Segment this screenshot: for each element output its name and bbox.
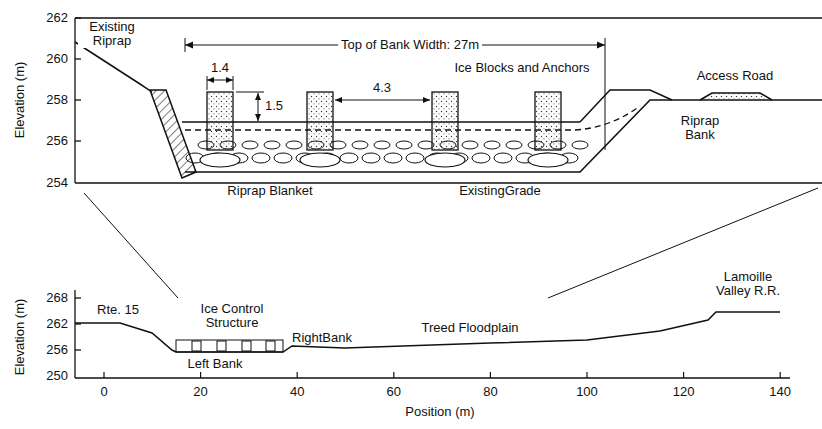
axis-tick: 254: [46, 176, 68, 190]
callout-label: Access Road: [697, 69, 774, 83]
axis-tick: 262: [46, 11, 68, 25]
callout-label: Ice Control Structure: [181, 302, 283, 330]
axis-tick: 256: [46, 134, 68, 148]
anchor: [425, 153, 465, 167]
ice-block: [535, 92, 561, 150]
callout-label: ExistingGrade: [456, 184, 544, 198]
axis-tick: 100: [576, 385, 598, 399]
callout-label: Treed Floodplain: [418, 321, 521, 335]
axis-tick: 120: [673, 385, 695, 399]
callout-label: Riprap Bank: [673, 114, 727, 142]
axis-tick: 60: [387, 385, 401, 399]
axis-title: Elevation (m): [13, 62, 27, 139]
ice-block: [307, 92, 333, 150]
axis-tick: 268: [46, 291, 68, 305]
anchor: [200, 153, 240, 167]
axis-tick: 250: [46, 369, 68, 383]
ice-block: [432, 92, 458, 150]
riprap-blanket-bottom: [185, 100, 822, 172]
callout-label: RightBank: [289, 331, 355, 345]
axis-tick: 258: [46, 93, 68, 107]
dimension: Top of Bank Width: 27m: [338, 38, 482, 52]
callout-label: Existing Riprap: [78, 20, 146, 48]
axis-tick: 256: [46, 343, 68, 357]
axis-tick: 0: [100, 385, 107, 399]
anchor: [300, 153, 340, 167]
callout-label: Rte. 15: [94, 303, 142, 317]
anchor: [528, 153, 568, 167]
dimension: 1.5: [265, 99, 283, 113]
axis-tick: 20: [193, 385, 207, 399]
axis-tick: 140: [769, 385, 791, 399]
axis-tick: 262: [46, 317, 68, 331]
top-panel-frame: [75, 18, 822, 183]
existing-riprap: [150, 90, 196, 178]
callout-label: Left Bank: [185, 357, 246, 371]
axis-tick: 260: [46, 52, 68, 66]
dimension: 1.4: [211, 61, 229, 75]
access-road: [700, 93, 772, 100]
callout-label: Ice Blocks and Anchors: [451, 61, 592, 75]
bottom-panel-axes: [75, 290, 790, 378]
riprap-bank: [580, 90, 672, 122]
axis-tick: 40: [290, 385, 304, 399]
callout-label: Riprap Blanket: [224, 184, 315, 198]
callout-label: Lamoille Valley R.R.: [703, 270, 793, 298]
axis-title: Position (m): [405, 405, 474, 419]
ice-block: [207, 92, 233, 150]
existing-grade-line: [185, 106, 640, 130]
dimension: 4.3: [373, 81, 391, 95]
axis-tick: 80: [483, 385, 497, 399]
axis-title: Elevation (m): [13, 299, 27, 376]
